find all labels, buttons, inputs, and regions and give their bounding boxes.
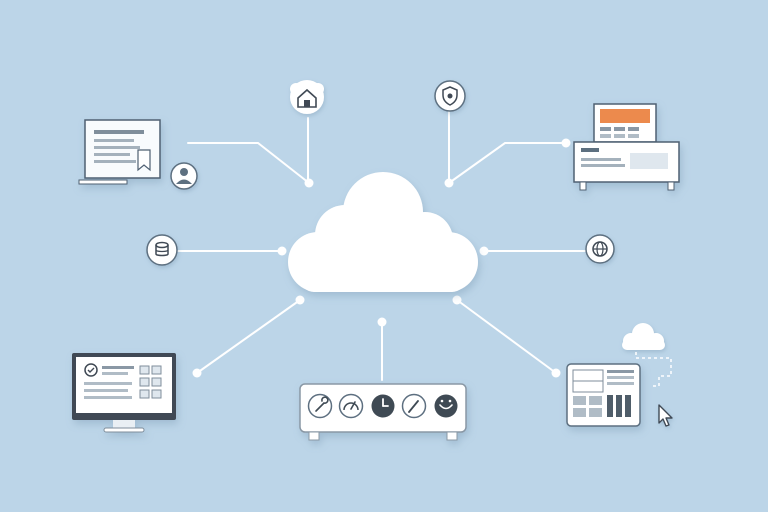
dot <box>479 246 489 256</box>
connector-lines <box>175 110 588 381</box>
dot <box>295 295 305 305</box>
wrench-icon[interactable] <box>307 393 333 419</box>
connector-monitor <box>196 299 301 374</box>
mouse-cursor-icon <box>658 404 673 427</box>
dot <box>561 138 571 148</box>
connector-tablet <box>456 299 557 374</box>
connector-dots <box>192 138 571 378</box>
database-icon <box>146 234 178 266</box>
globe-icon <box>585 234 615 264</box>
dot <box>304 178 314 188</box>
desktop-monitor-icon <box>72 353 176 433</box>
connector-document <box>187 142 310 184</box>
dot <box>551 368 561 378</box>
dot <box>444 178 454 188</box>
server-buttons <box>307 393 458 419</box>
tablet-dashboard-icon <box>566 363 641 427</box>
pen-icon[interactable] <box>401 393 427 419</box>
dashed-link <box>635 352 672 387</box>
user-avatar-icon <box>170 162 198 190</box>
shield-icon <box>434 80 466 112</box>
document-with-bookmark-icon <box>78 119 161 185</box>
central-cloud-icon <box>288 172 478 292</box>
smile-icon[interactable] <box>434 394 458 418</box>
dot <box>192 368 202 378</box>
clock-icon[interactable] <box>371 394 395 418</box>
gauge-icon[interactable] <box>338 393 364 419</box>
house-icon <box>290 80 324 114</box>
cloud-icon <box>622 323 665 350</box>
dot <box>452 295 462 305</box>
connector-dashboard <box>448 142 567 184</box>
dot <box>277 246 287 256</box>
dot <box>377 317 387 327</box>
dashboard-panel-icon <box>573 103 680 191</box>
